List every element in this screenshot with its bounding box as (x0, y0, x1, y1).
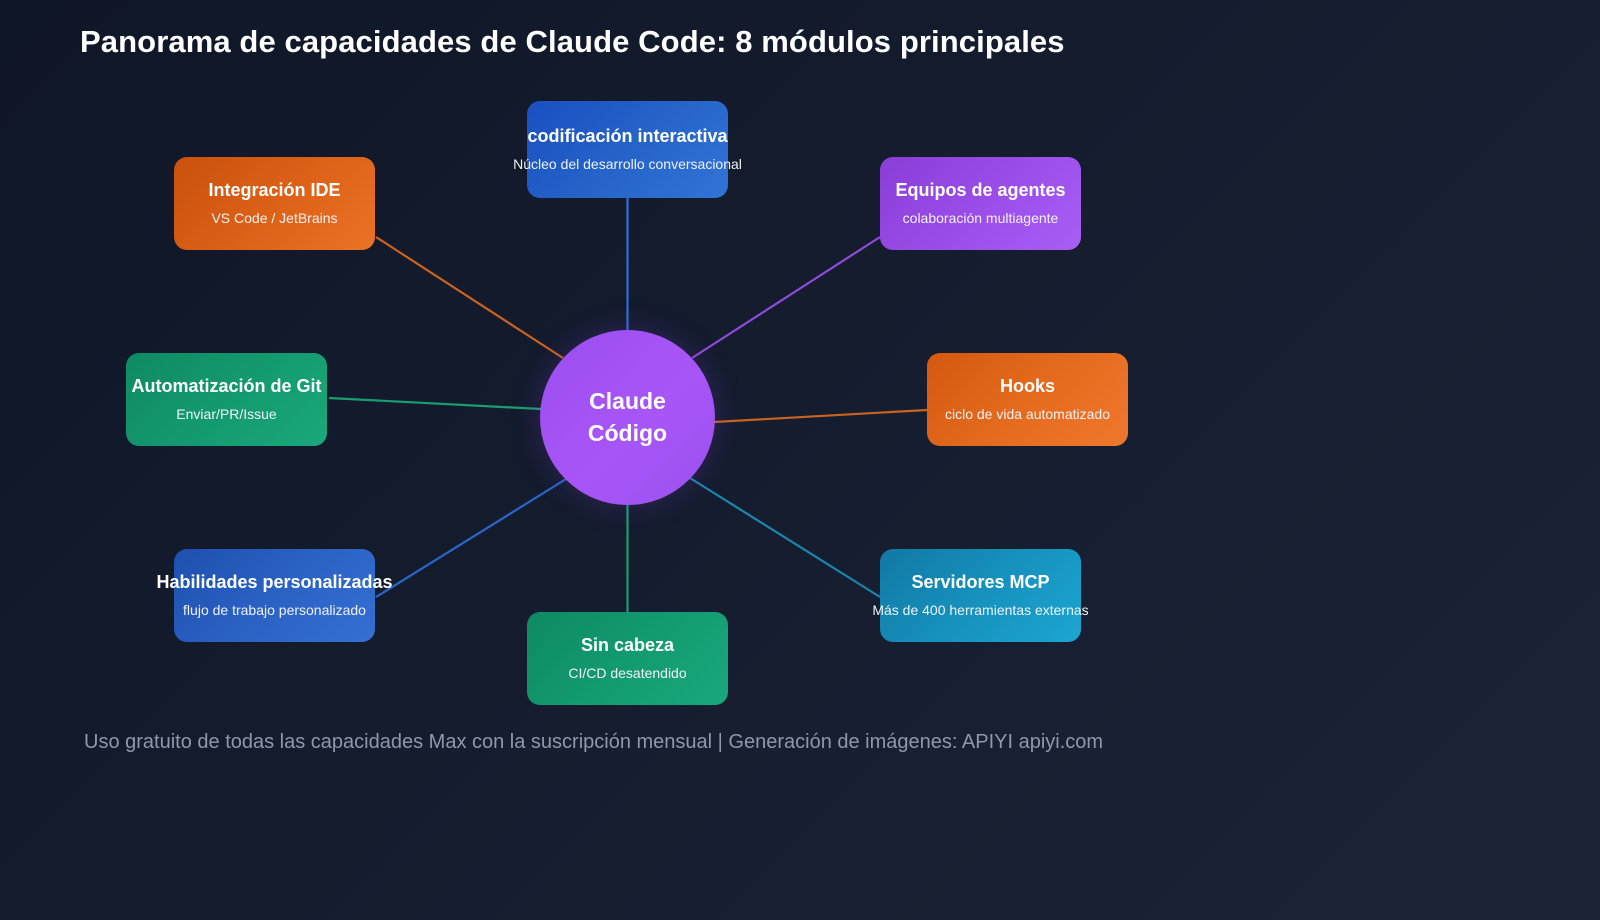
node-subtitle: VS Code / JetBrains (211, 210, 338, 227)
footer-note: Uso gratuito de todas las capacidades Ma… (84, 731, 1104, 753)
center-node-claude-codigo[interactable]: Claude Código (540, 330, 715, 505)
node-equipos-de-agentes[interactable]: Equipos de agentes colaboración multiage… (880, 157, 1081, 250)
page-title: Panorama de capacidades de Claude Code: … (80, 24, 1065, 59)
node-labels: Habilidades personalizadas flujo de trab… (156, 572, 392, 619)
node-subtitle: flujo de trabajo personalizado (183, 602, 366, 619)
node-labels: Hooks ciclo de vida automatizado (945, 376, 1110, 423)
node-labels: codificación interactiva Núcleo del desa… (513, 126, 742, 173)
node-habilidades-personalizadas[interactable]: Habilidades personalizadas flujo de trab… (156, 549, 393, 642)
node-subtitle: CI/CD desatendido (568, 665, 687, 682)
node-automatizacion-de-git[interactable]: Automatización de Git Enviar/PR/Issue (126, 353, 327, 446)
node-labels: Sin cabeza CI/CD desatendido (568, 635, 686, 682)
node-title: Habilidades personalizadas (156, 571, 393, 592)
node-servidores-mcp[interactable]: Servidores MCP Más de 400 herramientas e… (872, 549, 1089, 642)
node-title: Servidores MCP (911, 571, 1050, 592)
node-labels: Equipos de agentes colaboración multiage… (895, 180, 1065, 227)
node-sin-cabeza[interactable]: Sin cabeza CI/CD desatendido (527, 612, 728, 705)
node-title: Equipos de agentes (895, 179, 1066, 200)
edge-habilidades-personalizadas (375, 478, 567, 598)
node-labels: Automatización de Git Enviar/PR/Issue (131, 376, 321, 423)
node-integracion-ide[interactable]: Integración IDE VS Code / JetBrains (174, 157, 375, 250)
center-node-line1: Claude (589, 387, 666, 414)
node-labels: Servidores MCP Más de 400 herramientas e… (872, 572, 1088, 619)
center-node-line2: Código (587, 419, 668, 446)
edge-integracion-ide (375, 236, 564, 359)
node-subtitle: Más de 400 herramientas externas (872, 602, 1089, 619)
edge-automatizacion-de-git (328, 396, 542, 411)
node-labels: Integración IDE VS Code / JetBrains (208, 180, 340, 227)
node-subtitle: ciclo de vida automatizado (945, 406, 1110, 423)
node-title: Sin cabeza (580, 634, 675, 655)
node-subtitle: colaboración multiagente (902, 210, 1059, 227)
edge-equipos-de-agentes (691, 236, 881, 359)
edge-servidores-mcp (689, 477, 881, 598)
edge-hooks (713, 408, 928, 424)
node-subtitle: Núcleo del desarrollo conversacional (513, 156, 742, 173)
node-hooks[interactable]: Hooks ciclo de vida automatizado (927, 353, 1128, 446)
node-title: Hooks (999, 375, 1055, 396)
node-title: Integración IDE (208, 179, 341, 200)
node-title: codificación interactiva (527, 125, 728, 146)
node-codificacion-interactiva[interactable]: codificación interactiva Núcleo del desa… (513, 101, 742, 198)
node-title: Automatización de Git (131, 375, 322, 396)
node-subtitle: Enviar/PR/Issue (176, 406, 277, 423)
